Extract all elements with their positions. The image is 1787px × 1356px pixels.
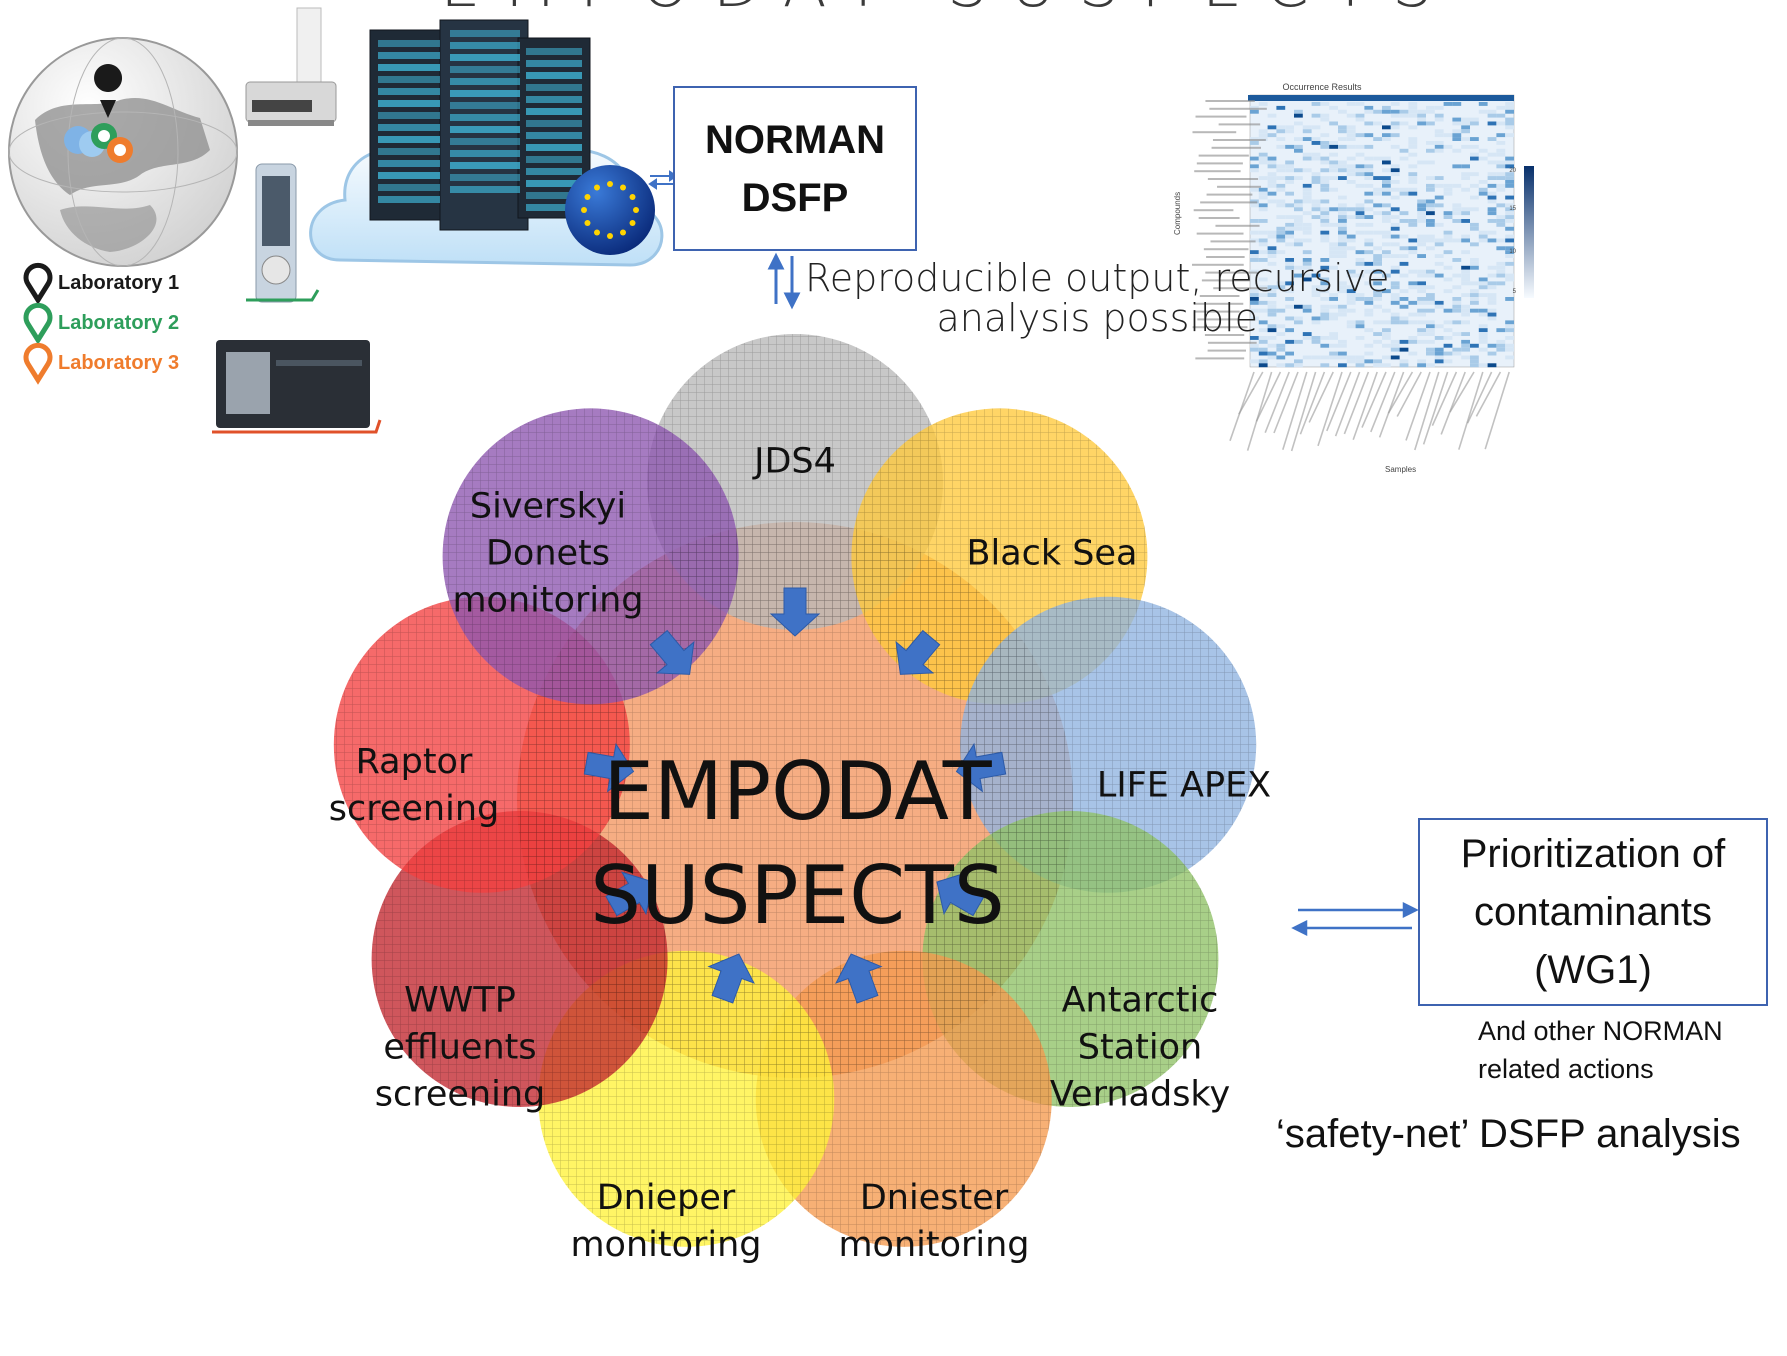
colorbar-tick: 20: [1509, 168, 1516, 174]
flow-arrow: [583, 742, 635, 793]
location-pins: [64, 64, 133, 163]
safety-net-text: ‘safety-net’ DSFP analysis: [1276, 1112, 1741, 1156]
prioritization-line-2: contaminants: [1474, 890, 1712, 934]
heatmap-chart: Occurrence Results Compounds Samples 20 …: [1173, 82, 1534, 474]
instrument-illustrations: [212, 7, 382, 434]
flow-arrow: [895, 629, 941, 675]
reproducible-arrows: [767, 252, 801, 310]
colorbar-tick: 15: [1509, 206, 1516, 212]
heatmap-title: Occurrence Results: [1282, 82, 1362, 92]
reproducible-output-text: Reproducible output, recursive analysis …: [805, 258, 1390, 338]
center-line-1: EMPODAT: [603, 745, 992, 838]
prioritization-box: Prioritization of contaminants (WG1): [1418, 818, 1768, 1006]
map-pin-icon: [23, 262, 53, 305]
heatmap-ylabel: Compounds: [1173, 192, 1182, 235]
dsfp-label: DSFP: [741, 175, 849, 220]
norman-dsfp-box: NORMAN DSFP: [673, 86, 917, 251]
flow-arrow: [936, 871, 985, 917]
map-pin-icon: [23, 302, 53, 345]
other-actions-line-2: related actions: [1478, 1054, 1654, 1084]
colorbar-tick: 5: [1513, 289, 1517, 295]
flow-arrow: [707, 953, 755, 1004]
laboratory-3-label: Laboratory 3: [58, 352, 180, 374]
server-cloud-illustration: [309, 19, 664, 267]
reproducible-line-2: analysis possible: [936, 296, 1259, 340]
flow-arrow: [605, 871, 654, 917]
circle-label-jds4: JDS4: [754, 441, 836, 482]
empodat-suspects-label: EMPODAT SUSPECTS: [520, 740, 1075, 948]
laboratory-1-label: Laboratory 1: [58, 272, 180, 294]
prioritization-line-1: Prioritization of: [1460, 832, 1726, 876]
page-title-partial: EMPODAT SUSPECTS: [440, 0, 1433, 22]
flow-arrow: [955, 742, 1007, 793]
heatmap-xlabel: Samples: [1385, 465, 1416, 474]
colorbar-tick: 10: [1509, 249, 1516, 255]
laboratory-2-label: Laboratory 2: [58, 312, 180, 334]
other-actions-line-1: And other NORMAN: [1478, 1016, 1723, 1046]
prioritization-line-3: (WG1): [1534, 948, 1652, 992]
legend-pin-icons: [23, 262, 53, 385]
other-actions-text: And other NORMAN related actions: [1478, 1012, 1723, 1088]
norman-label: NORMAN: [705, 117, 885, 162]
map-pin-icon: [23, 342, 53, 385]
center-line-2: SUSPECTS: [590, 849, 1005, 942]
circle-cluster: [333, 334, 1257, 1247]
flow-arrow: [835, 953, 883, 1004]
reproducible-line-1: Reproducible output, recursive: [805, 256, 1390, 300]
circle-label-life-apex: LIFE APEX: [1096, 765, 1272, 806]
heatmap-colorbar: [1524, 166, 1534, 298]
prioritization-exchange-arrows: [1291, 901, 1419, 937]
flow-arrow: [769, 587, 821, 637]
flow-arrow: [649, 629, 695, 675]
circle-label-black-sea: Black Sea: [966, 533, 1138, 574]
